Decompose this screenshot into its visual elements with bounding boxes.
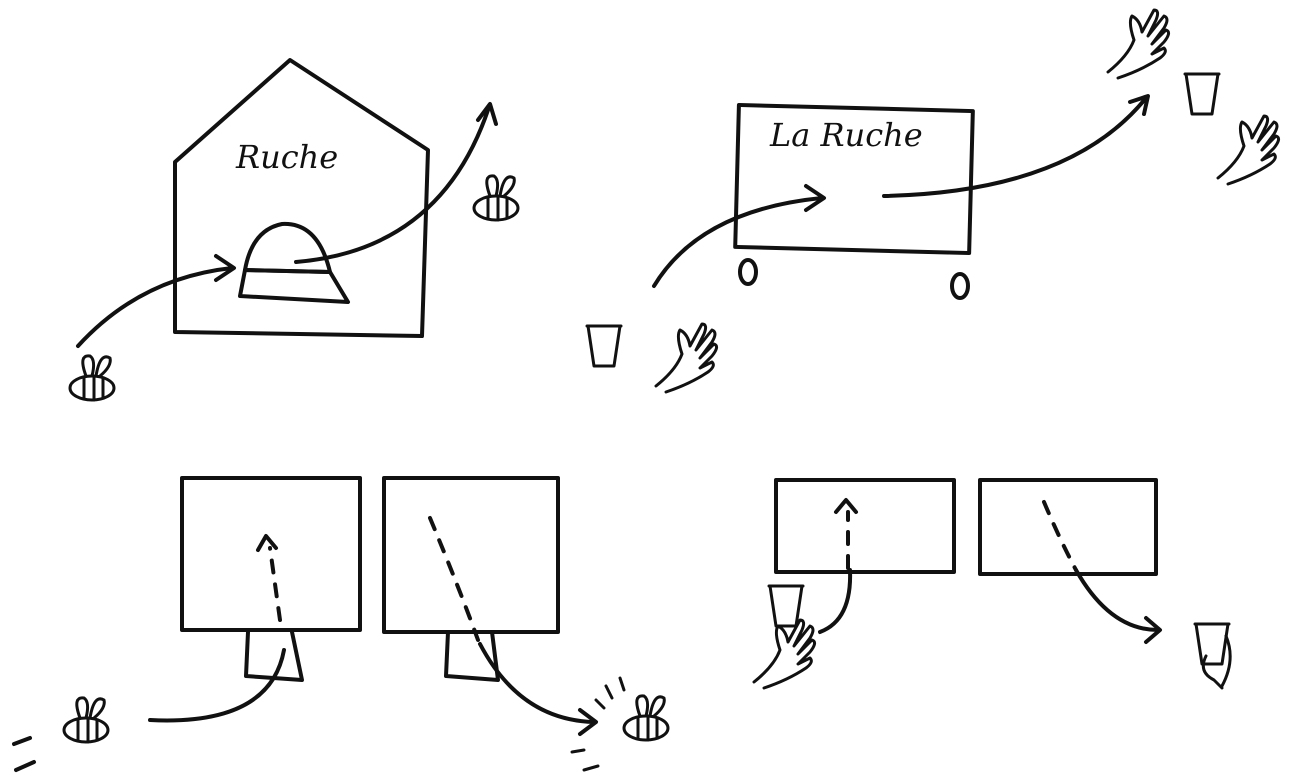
cup-passage-boxes [752, 478, 1232, 690]
cup-icon [767, 584, 805, 628]
hive-label: Ruche [235, 138, 338, 176]
arrow-icon [882, 96, 1148, 198]
wheel-icon [950, 272, 970, 300]
cup-icon [585, 324, 623, 368]
arrow-icon [818, 568, 853, 634]
arrow-icon [148, 648, 286, 723]
arrow-icon [652, 196, 824, 288]
hive-entrance [238, 221, 350, 304]
wheel-icon [738, 258, 758, 286]
cup-icon [1193, 622, 1231, 666]
bee-icon [622, 694, 670, 742]
hive-cart: La Ruche [585, 8, 1281, 394]
bee-icon [472, 174, 520, 222]
bee-icon [62, 696, 110, 744]
hand-icon [1106, 8, 1171, 80]
hand-icon [1216, 114, 1281, 186]
cart-label: La Ruche [769, 116, 923, 154]
arrow-icon [1074, 568, 1160, 632]
arrow-icon [294, 108, 490, 264]
bee-passage-boxes [12, 476, 670, 772]
cup-icon [1183, 72, 1221, 116]
house-icon [173, 58, 430, 338]
hive-house: Ruche [68, 58, 520, 402]
hand-icon [752, 618, 817, 690]
arrow-icon [478, 642, 596, 724]
hand-icon [654, 322, 719, 394]
bee-icon [68, 354, 116, 402]
arrow-icon [76, 266, 234, 348]
